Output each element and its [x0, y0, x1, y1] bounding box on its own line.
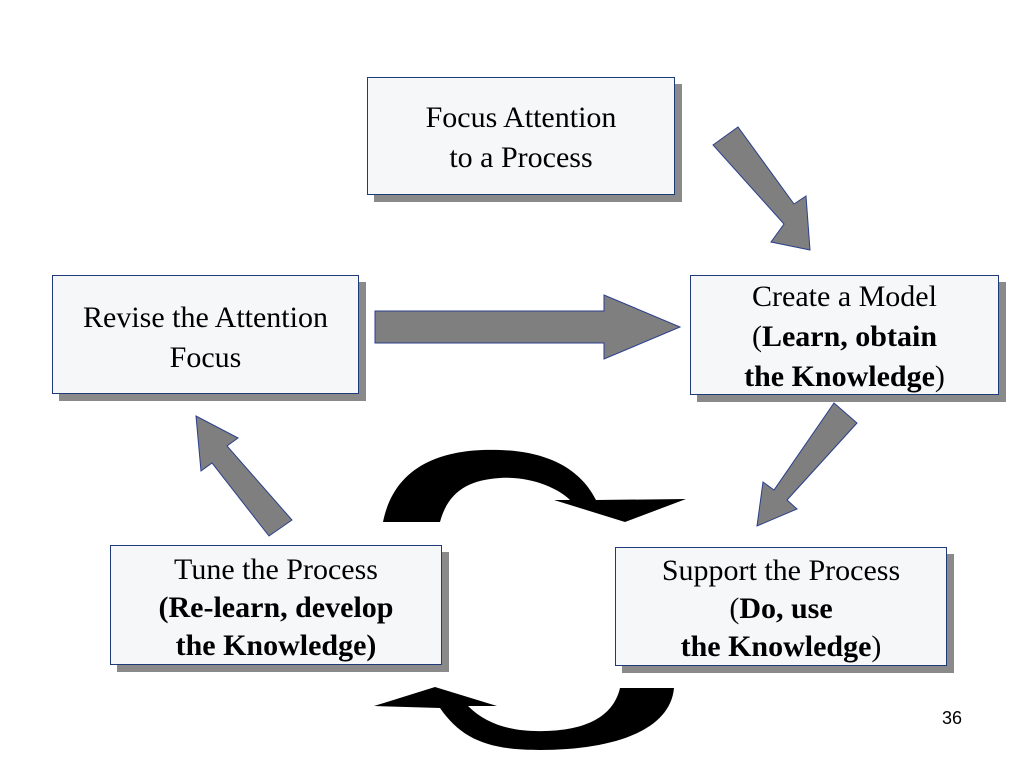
- node-tune-line3-bold: the Knowledge: [175, 629, 367, 662]
- node-tune-paren-close: ): [366, 629, 377, 662]
- arrow-revise-to-create: [374, 294, 682, 360]
- node-focus-line1: Focus Attention: [425, 101, 617, 134]
- node-create-line3-bold: the Knowledge: [744, 360, 935, 393]
- node-revise-line2: Focus: [169, 341, 242, 374]
- node-create-model: Create a Model (Learn, obtain the Knowle…: [690, 275, 999, 395]
- node-support-line3: the Knowledge): [616, 628, 946, 666]
- node-support-line1: Support the Process: [661, 554, 901, 587]
- node-support-line2: (Do, use: [616, 590, 946, 628]
- node-support-line2-bold: Do, use: [739, 592, 833, 625]
- node-tune-line1: Tune the Process: [174, 553, 378, 586]
- page-number: 36: [942, 708, 963, 728]
- arrow-focus-to-create: [712, 126, 811, 251]
- node-support-paren-close: ): [871, 630, 882, 663]
- node-create-line2-bold: Learn, obtain: [761, 320, 938, 353]
- node-focus-line2: to a Process: [449, 141, 593, 174]
- node-support-process: Support the Process (Do, use the Knowled…: [615, 547, 947, 666]
- node-tune-process: Tune the Process (Re-learn, develop the …: [110, 545, 442, 665]
- node-support-paren-open: (: [729, 592, 740, 625]
- node-create-line2: (Learn, obtain: [691, 317, 998, 357]
- node-create-line3: the Knowledge): [691, 357, 998, 397]
- node-create-paren-close: ): [934, 360, 945, 393]
- arrow-create-to-support: [756, 402, 858, 527]
- node-focus-attention: Focus Attention to a Process: [367, 77, 675, 195]
- curved-arrow-upper: [383, 449, 686, 522]
- node-create-line1: Create a Model: [752, 280, 937, 313]
- arrow-tune-to-revise: [195, 415, 293, 537]
- node-tune-line3: the Knowledge): [111, 627, 441, 665]
- curved-arrow-lower: [374, 687, 674, 750]
- node-tune-line2-bold: (Re-learn, develop: [158, 591, 394, 624]
- node-revise-line1: Revise the Attention: [83, 301, 328, 334]
- node-revise-focus: Revise the Attention Focus: [52, 275, 359, 394]
- node-create-paren-open: (: [751, 320, 762, 353]
- node-support-line3-bold: the Knowledge: [680, 630, 872, 663]
